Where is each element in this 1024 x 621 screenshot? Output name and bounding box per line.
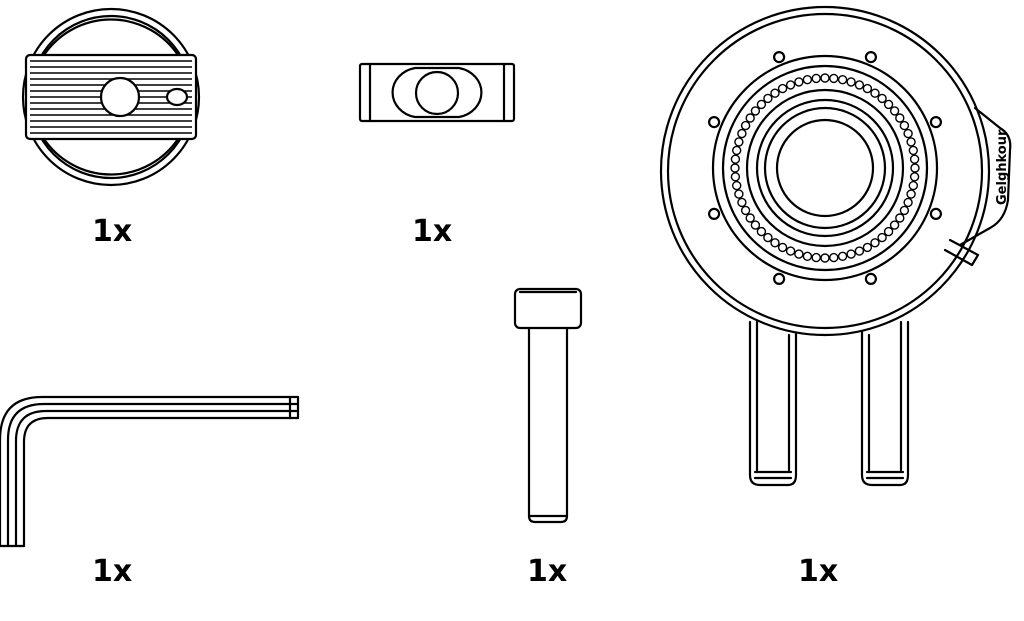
slot-nut-icon (358, 62, 516, 123)
quantity-label-mount-ring: 1x (798, 554, 839, 589)
quantity-label-bolt: 1x (527, 554, 568, 589)
round-cap-icon (21, 7, 201, 187)
quantity-label-slot-nut: 1x (412, 214, 453, 249)
brand-text: Gelghkour (995, 129, 1010, 205)
quantity-label-allen-key: 1x (92, 554, 133, 589)
quantity-label-round-cap: 1x (92, 214, 133, 249)
allen-key-icon (0, 395, 300, 548)
mount-ring-icon: Gelghkour (659, 5, 1012, 487)
bolt-icon (513, 287, 583, 524)
